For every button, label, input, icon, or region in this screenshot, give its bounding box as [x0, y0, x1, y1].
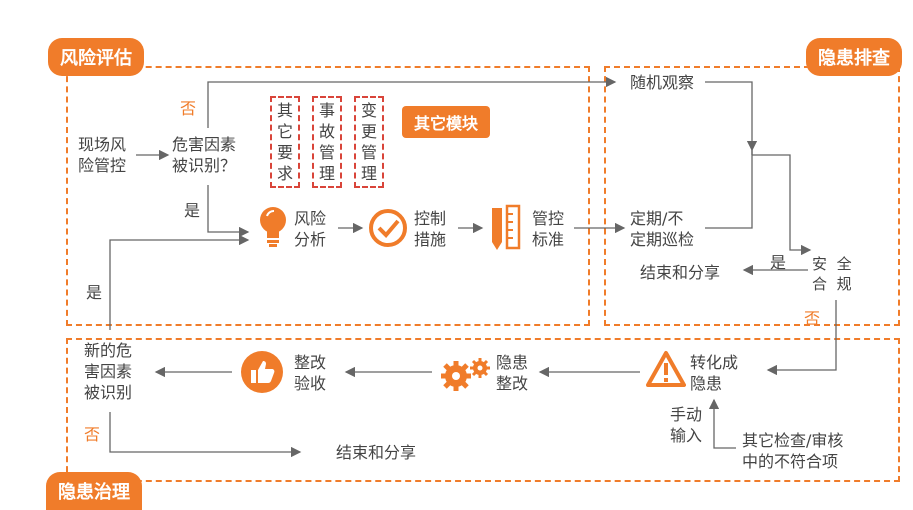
hazard-governance-label: 隐患治理 [46, 472, 142, 510]
check-no-label: 否 [804, 309, 821, 328]
change-management-box: 变更管理 [354, 96, 384, 188]
other-check-audit: 其它检查/审核中的不符合项 [742, 431, 844, 471]
random-observation: 随机观察 [630, 73, 695, 92]
other-modules-tag: 其它模块 [402, 106, 491, 138]
other-requirements-box: 其它要求 [270, 96, 300, 188]
check-yes-label: 是 [770, 253, 787, 272]
hazard-governance-region [66, 338, 900, 482]
hazard-identified-question: 危害因素被识别？ [172, 135, 237, 175]
risk-analysis: 风险分析 [294, 209, 327, 249]
convert-to-hazard: 转化成隐患 [690, 353, 739, 393]
hazard-check-label: 隐患排查 [806, 38, 902, 76]
periodic-inspection: 定期/不定期巡检 [630, 209, 695, 249]
yes-label: 是 [184, 201, 201, 220]
control-standard: 管控标准 [532, 209, 565, 249]
hazard-check-region [604, 66, 900, 326]
ruler-pencil-icon [492, 204, 521, 250]
incident-management-box: 事故管理 [312, 96, 342, 188]
lightbulb-icon [260, 207, 286, 247]
end-and-share-bottom: 结束和分享 [336, 443, 417, 462]
safe-compliant: 安 全 合 规 [812, 255, 852, 293]
gears-icon [441, 358, 490, 391]
control-measures: 控制措施 [414, 209, 447, 249]
rectify-accept: 整改验收 [294, 353, 327, 393]
hazard-rectify: 隐患整改 [496, 353, 529, 393]
end-and-share-top: 结束和分享 [640, 263, 721, 282]
thumbs-up-icon [241, 351, 283, 393]
yes-left-label: 是 [86, 283, 103, 302]
site-risk-control: 现场风险管控 [78, 135, 127, 175]
warning-icon [646, 351, 686, 387]
manual-input: 手动输入 [670, 405, 703, 445]
check-circle-icon [369, 209, 407, 247]
new-hazard-identified: 新的危害因素被识别 [84, 341, 133, 402]
govern-no-label: 否 [84, 425, 101, 444]
no-label: 否 [180, 99, 197, 118]
risk-assessment-region [66, 66, 590, 326]
risk-assessment-label: 风险评估 [48, 38, 144, 76]
